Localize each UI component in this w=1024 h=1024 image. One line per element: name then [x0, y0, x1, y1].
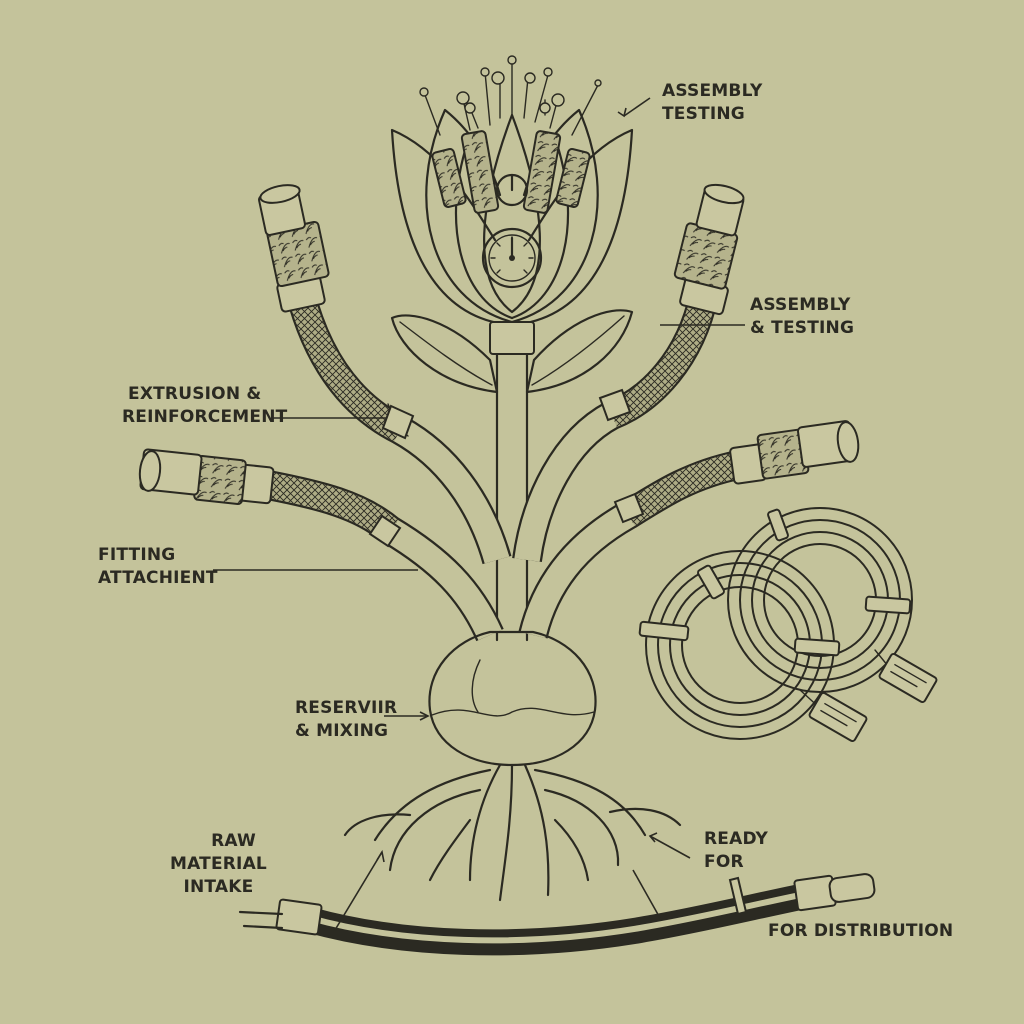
flower-head	[390, 55, 634, 355]
petal-fittings	[431, 130, 591, 214]
label-line: RESERVIIR	[295, 698, 398, 718]
label-for-distribution: FOR DISTRIBUTION	[768, 921, 954, 941]
label-line: ASSEMBLY	[662, 81, 763, 101]
label-line: ASSEMBLY	[750, 295, 851, 315]
label-extrusion-reinforcement: EXTRUSION & REINFORCEMENT	[122, 383, 287, 429]
label-line: ATTACHIENT	[98, 568, 218, 588]
hose-upper-left	[258, 184, 512, 565]
fitting-upper-right	[673, 183, 745, 316]
label-line: RAW	[211, 831, 256, 851]
roots	[343, 763, 682, 902]
leader-lines	[213, 97, 745, 931]
fitting-upper-left	[258, 184, 330, 313]
fitting-middle-right	[729, 420, 860, 485]
central-stem	[495, 353, 529, 642]
reservoir-bulb	[428, 630, 597, 767]
power-icon	[495, 173, 529, 207]
fitting-bottom-right	[793, 873, 876, 912]
leaves	[390, 309, 634, 394]
hose-middle-right	[518, 420, 860, 639]
hose-upper-right	[512, 183, 745, 563]
label-line: INTAKE	[183, 877, 254, 897]
label-line: EXTRUSION &	[128, 384, 262, 404]
label-line: FOR	[704, 852, 744, 872]
label-reservoir-mixing: RESERVIIR & MIXING	[295, 697, 397, 743]
label-line: FITTING	[98, 545, 176, 565]
label-line: REINFORCEMENT	[122, 407, 288, 427]
label-raw-material-intake: RAW MATERIAL INTAKE	[170, 830, 267, 899]
label-assembly-testing-top: ASSEMBLY TESTING	[662, 80, 762, 126]
tag-icon	[799, 649, 938, 743]
hose-coils	[638, 507, 938, 743]
fitting-bottom-left	[238, 898, 323, 936]
gauge-icon	[481, 227, 543, 289]
label-ready-for: READY FOR	[704, 828, 768, 874]
label-line: TESTING	[662, 104, 745, 124]
label-line: MATERIAL	[170, 854, 267, 874]
fitting-middle-left	[138, 448, 275, 505]
label-line: READY	[704, 829, 769, 849]
label-line: & MIXING	[295, 721, 389, 741]
hose-middle-left	[138, 448, 504, 642]
label-fitting-attachment: FITTING ATTACHIENT	[98, 544, 218, 590]
label-assembly-testing-right: ASSEMBLY & TESTING	[750, 294, 854, 340]
bottom-hose	[238, 873, 876, 956]
label-line: & TESTING	[750, 318, 855, 338]
